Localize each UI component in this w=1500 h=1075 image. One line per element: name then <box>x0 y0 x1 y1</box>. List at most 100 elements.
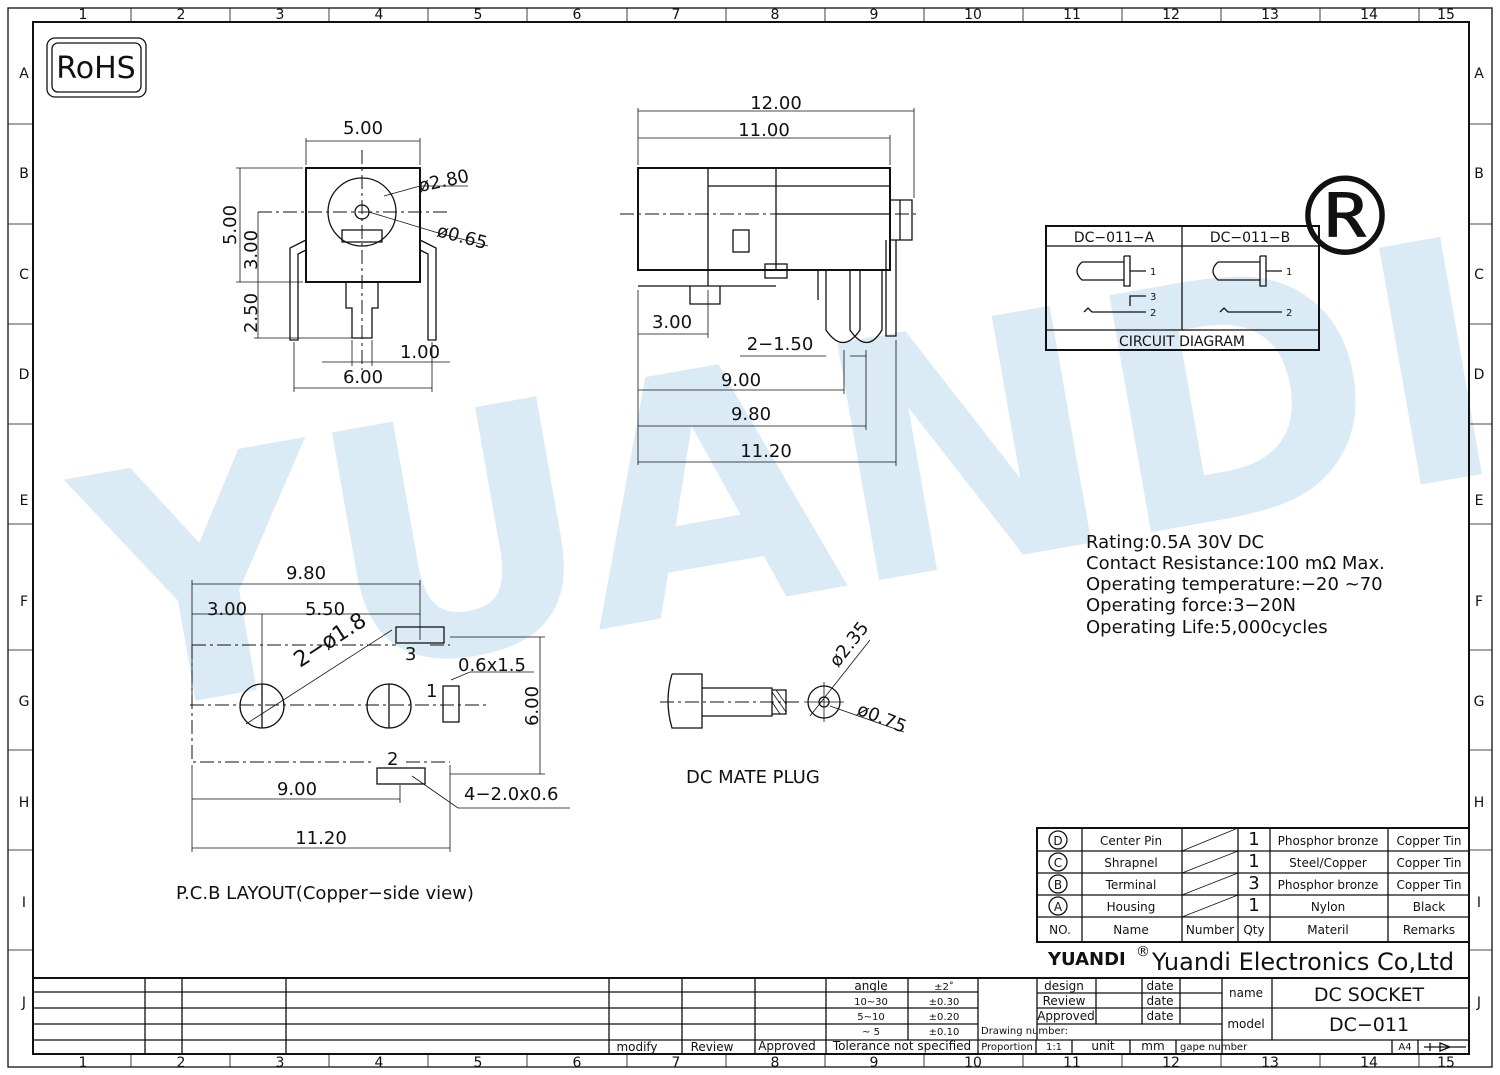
bom-row-badge <box>1048 852 1068 872</box>
side-window <box>732 229 750 253</box>
side-dim-9: 9.00 <box>721 370 761 391</box>
bom-cell-remarks: Copper Tin <box>1397 878 1462 892</box>
circuit-col-b: DC−011−B <box>1210 230 1290 246</box>
title-model-label: model <box>1227 1017 1264 1031</box>
grid-row: E <box>20 493 29 509</box>
grid-col: 3 <box>276 1055 285 1071</box>
title-gape-number: gape number <box>1180 1042 1248 1053</box>
front-centerlines <box>258 150 448 370</box>
outer-border <box>7 7 1493 1068</box>
side-peg <box>689 286 721 305</box>
grid-col: 12 <box>1162 1055 1180 1071</box>
grid-col: 9 <box>870 7 879 23</box>
grid-row: G <box>1474 694 1485 710</box>
bom-grid <box>1037 828 1469 942</box>
spec-line: Operating temperature:−20 ~70 <box>1086 574 1383 595</box>
grid-col: 10 <box>964 1055 982 1071</box>
title-approved2: Approved <box>1037 1009 1095 1023</box>
title-block: YUANDI ® Yuandi Electronics Co,Ltd angle… <box>33 944 1469 1054</box>
grid-col: 8 <box>771 7 780 23</box>
bom-cell-name: Shrapnel <box>1104 856 1157 870</box>
front-dim-pin-width <box>322 340 450 366</box>
front-dim-vertical <box>236 167 352 339</box>
bom-cell-qty: 1 <box>1248 829 1259 850</box>
circuit-b-pin1: 1 <box>1286 267 1292 278</box>
title-brand-reg: ® <box>1136 944 1150 960</box>
grid-col: 15 <box>1437 1055 1455 1071</box>
side-pins <box>817 240 897 337</box>
rohs-inner-frame <box>51 42 142 93</box>
circuit-diagram: DC−011−A DC−011−B CIRCUIT DIAGRAM 1 3 2 … <box>1045 225 1320 351</box>
grid-row: E <box>1475 493 1484 509</box>
bom-cell-no: B <box>1054 878 1062 892</box>
bom-cell-name: Terminal <box>1105 878 1157 892</box>
grid-col: 14 <box>1360 1055 1378 1071</box>
circuit-b-line <box>1219 307 1282 313</box>
grid-col: 4 <box>375 1055 384 1071</box>
pcb-dim-980: 9.80 <box>286 563 326 584</box>
rohs-logo: RoHS <box>46 37 147 98</box>
watermark: YUANDI ® <box>50 153 1500 794</box>
front-leader-hole <box>383 185 468 197</box>
front-dim-5-top <box>305 138 421 165</box>
bom-row-badge <box>1048 874 1068 894</box>
side-dim-980: 9.80 <box>731 404 771 425</box>
title-review2: Review <box>1043 994 1086 1008</box>
circuit-a-pin2: 2 <box>1150 308 1156 319</box>
pcb-caption: P.C.B LAYOUT(Copper−side view) <box>176 883 474 904</box>
pcb-slot-1 <box>442 685 460 723</box>
front-bottom-pin <box>345 282 379 339</box>
side-internal-lines <box>638 168 890 287</box>
bom-cell-qty: 3 <box>1248 873 1259 894</box>
side-dim-2x150: 2−1.50 <box>747 334 814 355</box>
circuit-a-pin <box>1076 255 1146 287</box>
plug-caption: DC MATE PLUG <box>686 767 820 788</box>
pcb-pin-3: 3 <box>405 644 416 665</box>
grid-col: 4 <box>375 7 384 23</box>
pcb-pin-2: 2 <box>387 749 398 770</box>
grid-row: F <box>1475 594 1483 610</box>
title-angle: angle <box>854 979 887 993</box>
pcb-pin-1: 1 <box>426 681 437 702</box>
side-dim-11: 11.00 <box>738 120 790 141</box>
bom-cell-remarks: Copper Tin <box>1397 834 1462 848</box>
title-company: Yuandi Electronics Co,Ltd <box>1151 948 1454 976</box>
tol-value: ±0.10 <box>929 1027 960 1038</box>
grid-col: 12 <box>1162 7 1180 23</box>
bom-cell-material: Steel/Copper <box>1289 856 1367 870</box>
grid-col: 1 <box>79 1055 88 1071</box>
bom-cell-no: A <box>1054 900 1063 914</box>
pcb-hole-leader <box>245 629 393 725</box>
front-dim-height: 5.00 <box>220 205 241 245</box>
circuit-a-pin3: 3 <box>1150 292 1156 303</box>
side-dim-1120: 11.20 <box>740 441 792 462</box>
spec-line: Contact Resistance:100 mΩ Max. <box>1086 553 1385 574</box>
side-view: 12.00 11.00 3.00 2−1.50 9.00 9.80 11.20 <box>620 93 920 466</box>
front-dim-center: 3.00 <box>241 230 262 270</box>
grid-row: H <box>1474 795 1485 811</box>
title-drawing-number: Drawing number: <box>981 1026 1068 1037</box>
pcb-dim-1120-lines <box>192 765 451 852</box>
title-name-label: name <box>1229 986 1263 1000</box>
grid-col: 11 <box>1063 1055 1081 1071</box>
bom-frame <box>1036 827 1470 943</box>
grid-row: H <box>19 795 30 811</box>
bom-cell-qty: 1 <box>1248 895 1259 916</box>
spec-line: Rating:0.5A 30V DC <box>1086 532 1264 553</box>
title-proportion: Proportion <box>981 1042 1033 1053</box>
grid-col: 15 <box>1437 7 1455 23</box>
pcb-dim-300: 3.00 <box>207 599 247 620</box>
tol-rows: 10~30±0.305~10±0.20~ 5±0.10 <box>854 997 959 1038</box>
title-model-value: DC−011 <box>1329 1014 1409 1036</box>
bom-cell-remarks: Copper Tin <box>1397 856 1462 870</box>
front-dim-6 <box>293 342 433 392</box>
grid-col: 6 <box>573 7 582 23</box>
grid-col: 11 <box>1063 7 1081 23</box>
bom-header-material: Materil <box>1307 923 1348 937</box>
grid-col: 2 <box>177 7 186 23</box>
pcb-dim-top <box>191 580 421 700</box>
grid-row: F <box>20 594 28 610</box>
inner-border <box>32 21 1470 1055</box>
